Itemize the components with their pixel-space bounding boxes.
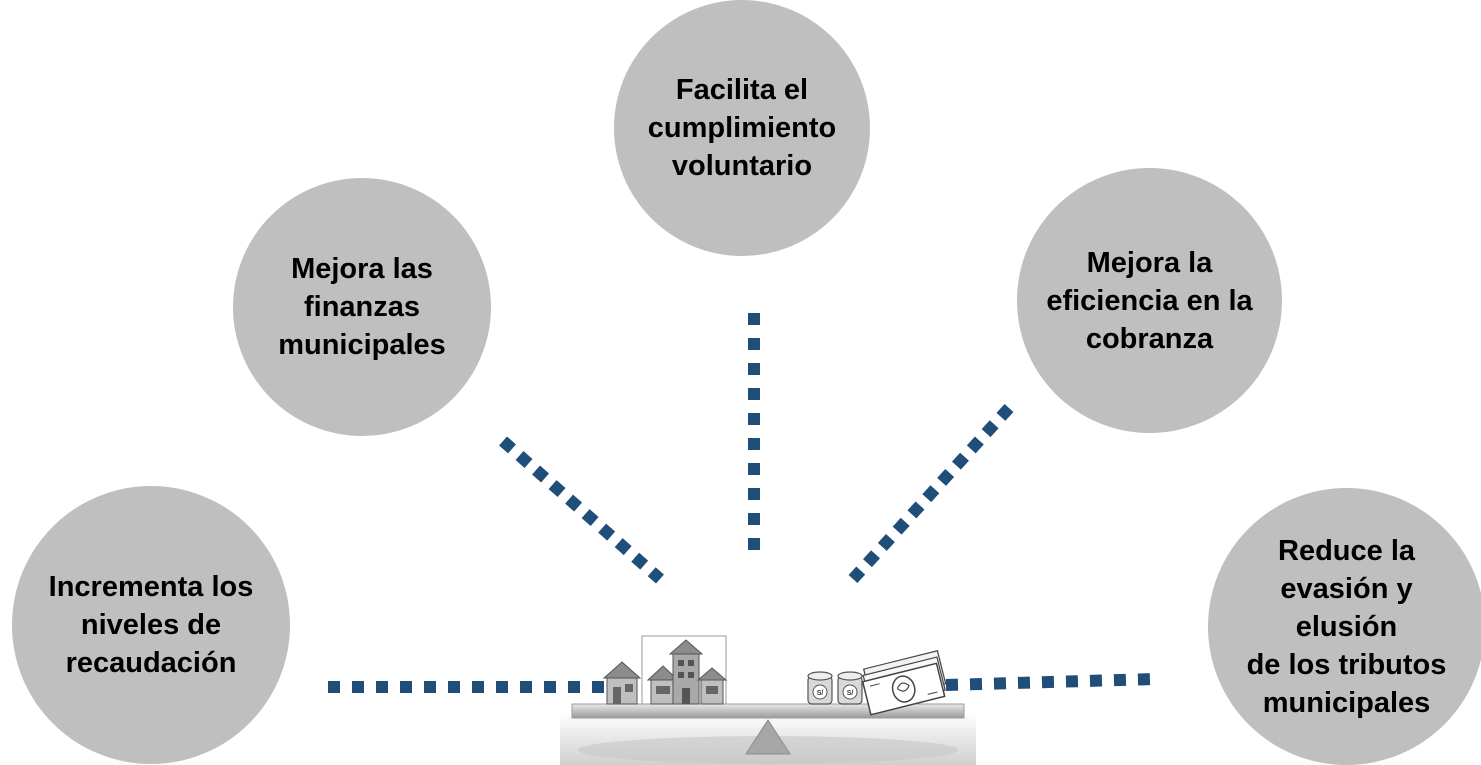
bubble-cumplimiento-voluntario: Facilita el cumplimiento voluntario: [614, 0, 870, 256]
balance-scale-illustration: S/ S/: [560, 635, 976, 765]
coin-label: S/: [817, 690, 824, 697]
connector-right: [848, 403, 1014, 584]
fulcrum-icon: [745, 719, 791, 755]
coin-label: S/: [847, 690, 854, 697]
bubble-label: Mejora la eficiencia en la cobranza: [1046, 246, 1253, 355]
bubble-eficiencia-cobranza: Mejora la eficiencia en la cobranza: [1017, 168, 1282, 433]
bubble-niveles-recaudacion: Incrementa los niveles de recaudación: [12, 486, 290, 764]
scale-beam: [571, 703, 965, 719]
bubble-label: Reduce la evasión y elusión de los tribu…: [1246, 534, 1447, 719]
houses-icon: [602, 635, 728, 705]
money-icon: S/ S/: [807, 650, 947, 716]
bubble-label: Facilita el cumplimiento voluntario: [647, 74, 837, 182]
bubble-finanzas-municipales: Mejora las finanzas municipales: [233, 178, 491, 436]
connector-left: [499, 436, 664, 584]
bubble-label: Mejora las finanzas municipales: [278, 253, 446, 361]
connector-far-right: [945, 673, 1156, 691]
bubble-label: Incrementa los niveles de recaudación: [48, 571, 254, 679]
bubble-evasion-elusion: Reduce la evasión y elusión de los tribu…: [1208, 488, 1481, 765]
